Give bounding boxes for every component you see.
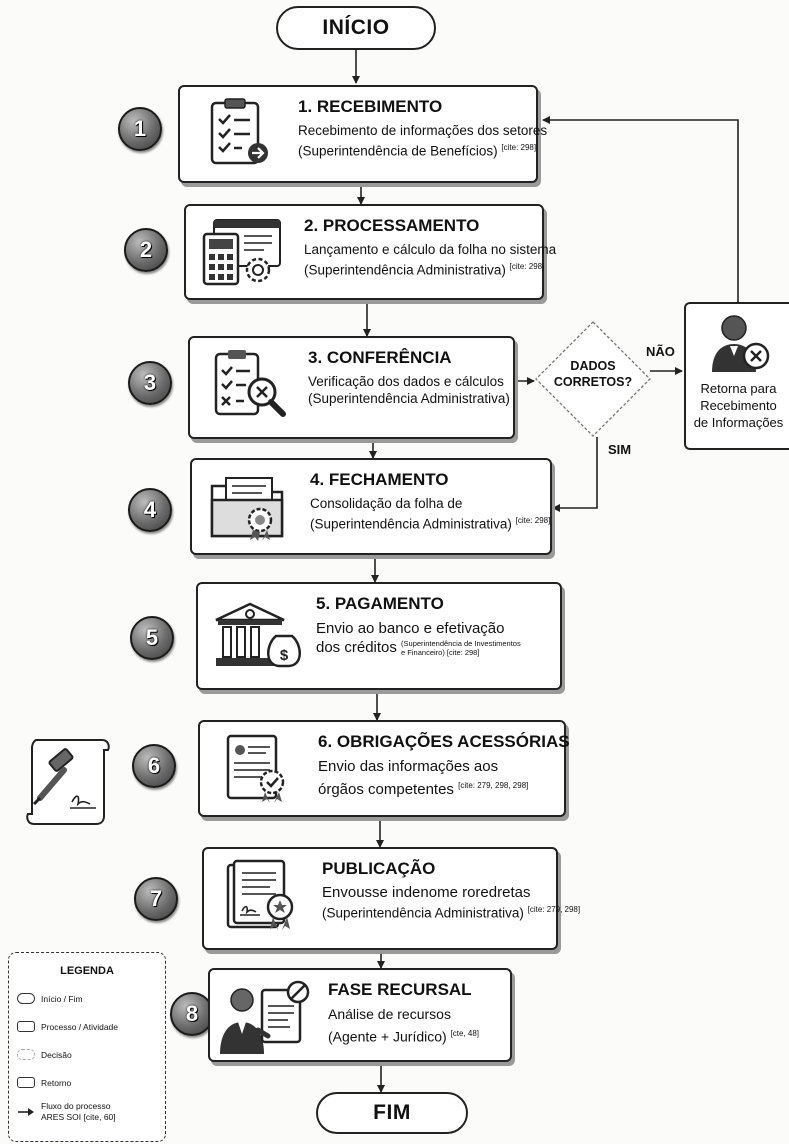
step-title: 3. CONFERÊNCIA — [308, 348, 452, 367]
decision-symbol-icon — [17, 1049, 35, 1060]
step-box-obrigacoes: 6. OBRIGAÇÕES ACESSÓRIAS Envio das infor… — [198, 720, 570, 817]
decision-yes-label: SIM — [608, 442, 632, 457]
step-description: Envio das informações aos — [318, 758, 499, 775]
step-number-badge: 2 — [124, 228, 168, 272]
step-description-cont: órgãos competentes — [318, 781, 454, 798]
step-citation: [cite: 298] — [515, 516, 551, 525]
step-department: (Superintendência de Benefícios) — [298, 143, 498, 159]
folder-icon — [210, 477, 284, 541]
step-department: (Superintendência Administrativa) — [308, 391, 510, 406]
bank-icon: $ — [215, 602, 301, 668]
step-citation: [cite: 279, 298] — [527, 905, 581, 914]
step-department: (Superintendência Administrativa) — [310, 516, 512, 532]
end-label: FIM — [373, 1101, 411, 1124]
legend-item: Processo / Atividade — [17, 1021, 118, 1032]
flow-arrow-icon — [18, 1108, 34, 1116]
step-citation: [cite: 298] — [509, 262, 545, 271]
start-terminal: INÍCIO — [276, 6, 436, 50]
step-box-publicacao: PUBLICAÇÃO Envousse indenome roredretas … — [202, 847, 580, 950]
step-number-badge: 1 — [118, 107, 162, 151]
step-citation: [cite: 279, 298, 298] — [458, 781, 529, 790]
step-box-pagamento: $ 5. PAGAMENTO Envio ao banco e efetivaç… — [196, 582, 562, 690]
legend-item: Início / Fim — [17, 993, 83, 1004]
start-label: INÍCIO — [322, 16, 390, 39]
step-box-conferencia: 3. CONFERÊNCIA Verificação dos dados e c… — [188, 336, 515, 439]
calculator-icon — [202, 219, 281, 286]
step-title: 6. OBRIGAÇÕES ACESSÓRIAS — [318, 732, 570, 751]
step-box-recebimento: 1. RECEBIMENTO Recebimento de informaçõe… — [178, 85, 547, 183]
step-department: (Superintendência Administrativa) — [304, 262, 506, 278]
step-number-badge: 7 — [134, 877, 178, 921]
document-award-icon — [226, 859, 294, 930]
magnifier-icon — [214, 350, 286, 417]
step-description: Análise de recursos — [328, 1006, 451, 1022]
step-description: Recebimento de informações dos setores — [298, 123, 548, 138]
step-department: (Superintendência Administrativa) — [322, 905, 524, 921]
step-number-badge: 5 — [130, 616, 174, 660]
step-title: 4. FECHAMENTO — [310, 470, 449, 489]
appeal-person-icon — [220, 980, 310, 1054]
step-box-fechamento: 4. FECHAMENTO Consolidação da folha de (… — [190, 458, 552, 555]
step-description: Envousse indenome roredretas — [322, 884, 531, 901]
step-citation: [cte, 48] — [450, 1029, 480, 1038]
step-title: 5. PAGAMENTO — [316, 594, 444, 613]
step-title: 1. RECEBIMENTO — [298, 97, 443, 116]
step-department: (Agente + Jurídico) — [328, 1028, 447, 1045]
step-title: 2. PROCESSAMENTO — [304, 216, 480, 235]
decision-diamond — [535, 321, 651, 437]
process-symbol-icon — [17, 1021, 35, 1032]
step-title: FASE RECURSAL — [328, 980, 472, 999]
step-number-badge: 4 — [128, 488, 172, 532]
step-description-cont: dos créditos — [316, 639, 397, 656]
checklist-icon — [210, 98, 268, 165]
step-box-processamento: 2. PROCESSAMENTO Lançamento e cálculo da… — [184, 204, 556, 300]
step-number-badge: 6 — [132, 744, 176, 788]
gavel-document-icon — [26, 739, 110, 825]
svg-text:$: $ — [280, 647, 289, 664]
legend-item: Retorno — [17, 1077, 71, 1088]
step-description: Consolidação da folha de — [310, 496, 463, 511]
step-box-fase-recursal: FASE RECURSAL Análise de recursos (Agent… — [208, 968, 512, 1062]
step-number-badge: 3 — [128, 361, 172, 405]
legend-title: LEGENDA — [60, 965, 114, 977]
terminal-symbol-icon — [17, 993, 35, 1004]
person-reject-icon — [712, 315, 770, 372]
step-number-badge: 8 — [170, 992, 214, 1036]
certificate-icon — [226, 734, 285, 803]
step-title: PUBLICAÇÃO — [322, 859, 436, 878]
decision-no-label: NÃO — [646, 344, 675, 359]
step-description: Envio ao banco e efetivação — [316, 620, 505, 637]
step-citation: [cite: 298] — [501, 143, 537, 152]
end-terminal: FIM — [316, 1092, 468, 1134]
legend-box: LEGENDA Início / Fim Processo / Atividad… — [8, 952, 166, 1142]
step-description: Verificação dos dados e cálculos — [308, 374, 504, 389]
return-symbol-icon — [17, 1077, 35, 1088]
legend-item: Decisão — [17, 1049, 72, 1060]
step-description: Lançamento e cálculo da folha no sistema — [304, 242, 557, 257]
